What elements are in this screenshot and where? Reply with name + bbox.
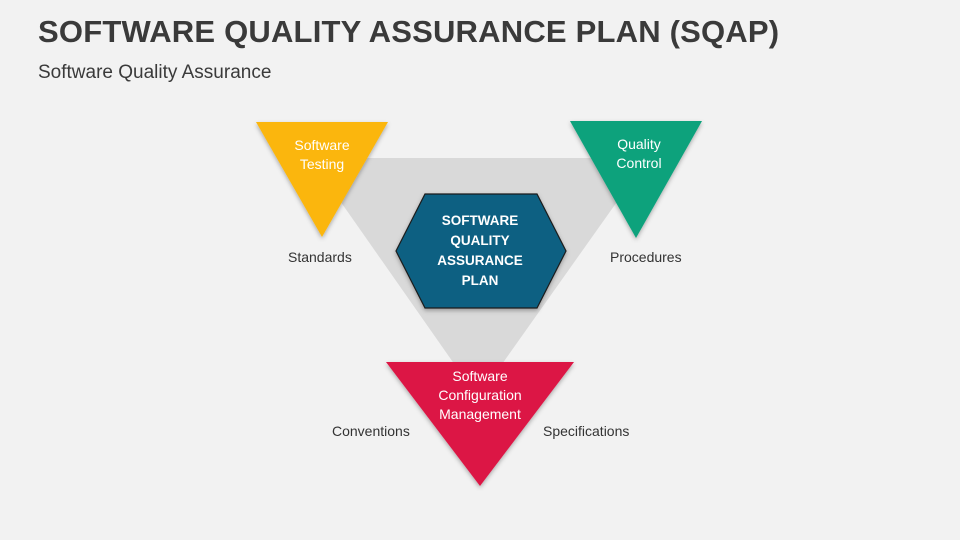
config-management-triangle	[386, 362, 574, 486]
center-hexagon	[395, 193, 567, 309]
quality-control-triangle	[570, 121, 702, 238]
conventions-label: Conventions	[332, 423, 410, 439]
center-label: SOFTWARE QUALITY ASSURANCE PLAN	[437, 213, 523, 288]
config-management-label: Software Configuration Management	[438, 368, 522, 422]
standards-label: Standards	[288, 249, 352, 265]
procedures-label: Procedures	[610, 249, 682, 265]
page-title: SOFTWARE QUALITY ASSURANCE PLAN (SQAP)	[38, 14, 780, 49]
page-subtitle: Software Quality Assurance	[38, 62, 272, 83]
specifications-label: Specifications	[543, 423, 630, 439]
software-testing-triangle	[256, 122, 388, 237]
quality-control-label: Quality Control	[616, 136, 662, 171]
software-testing-label: Software Testing	[294, 137, 350, 172]
